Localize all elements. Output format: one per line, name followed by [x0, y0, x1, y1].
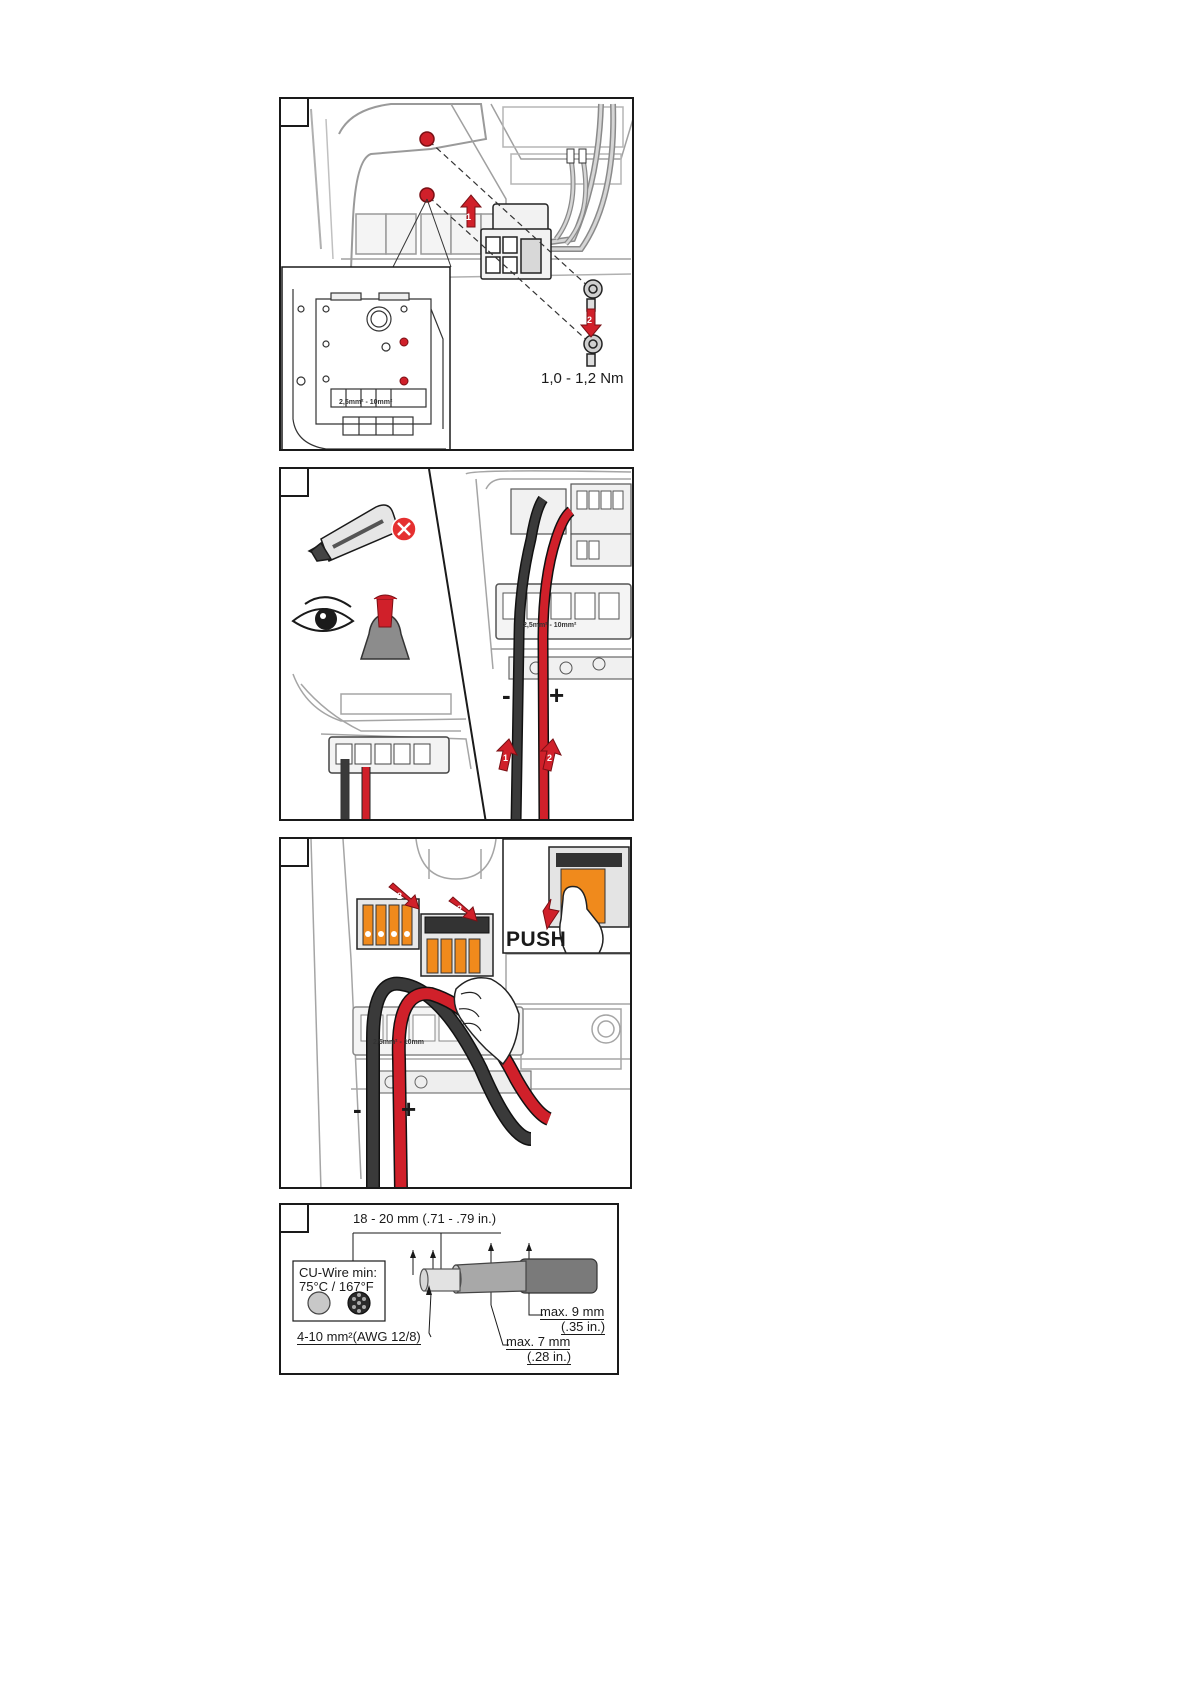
- cross-section-label: 4-10 mm²(AWG 12/8): [297, 1329, 421, 1345]
- connector-icon: [421, 914, 493, 976]
- forbidden-icon: [392, 517, 416, 541]
- wire-solid-icon: [308, 1292, 330, 1314]
- plus-sign: +: [401, 1094, 416, 1125]
- svg-text:2: 2: [457, 904, 462, 914]
- strip-length-label: 18 - 20 mm (.71 - .79 in.): [353, 1211, 496, 1226]
- panel-2-drawing: 1 2: [281, 469, 634, 821]
- max9-in-label: (.35 in.): [561, 1319, 605, 1335]
- panel-1: 1 2 2,: [279, 97, 634, 451]
- wire-ferrule: [456, 1261, 526, 1293]
- eye-icon: [293, 597, 353, 631]
- svg-text:1: 1: [466, 212, 471, 222]
- svg-text:1: 1: [503, 753, 508, 763]
- cable-end-icon: [361, 595, 409, 659]
- torque-label: 1,0 - 1,2 Nm: [541, 370, 624, 387]
- step-number-box: [281, 469, 309, 497]
- inset-terminal-label: 2,5mm² - 10mm²: [339, 399, 392, 406]
- minus-sign: -: [353, 1094, 362, 1125]
- step-number-box: [281, 99, 309, 127]
- panel-1-drawing: 1 2: [281, 99, 634, 451]
- red-hole-icon: [420, 132, 434, 202]
- step-arrow-icon: 1 2: [497, 739, 561, 771]
- wire-spec-line1: CU-Wire min:: [299, 1265, 377, 1280]
- max7-label: max. 7 mm: [506, 1334, 570, 1350]
- cutter-icon: [309, 505, 399, 561]
- terminal-label: 2,5mm² - 10mm²: [523, 622, 576, 629]
- max7-in-label: (.28 in.): [527, 1349, 571, 1365]
- plus-sign: +: [549, 680, 564, 711]
- step-number-box: [281, 1205, 309, 1233]
- panel-3-drawing: 2 2: [281, 839, 632, 1189]
- wire-spec-line2: 75°C / 167°F: [299, 1279, 374, 1294]
- minus-sign: -: [502, 680, 511, 711]
- terminal-label: 2,5mm² - 10mm: [373, 1039, 424, 1046]
- max9-label: max. 9 mm: [540, 1304, 604, 1320]
- panel-3: 2 2 PUSH 2,5mm² - 10mm - +: [279, 837, 632, 1189]
- svg-text:2: 2: [397, 891, 402, 901]
- wire-insulation: [519, 1259, 597, 1293]
- panel-2: 1 2 2,5mm² - 10mm² - +: [279, 467, 634, 821]
- svg-text:2: 2: [587, 315, 592, 325]
- wire-stranded-icon: [348, 1292, 370, 1314]
- push-label: PUSH: [506, 928, 566, 952]
- svg-text:2: 2: [547, 753, 552, 763]
- step-number-box: [281, 839, 309, 867]
- panel-4: 18 - 20 mm (.71 - .79 in.) CU-Wire min: …: [279, 1203, 619, 1375]
